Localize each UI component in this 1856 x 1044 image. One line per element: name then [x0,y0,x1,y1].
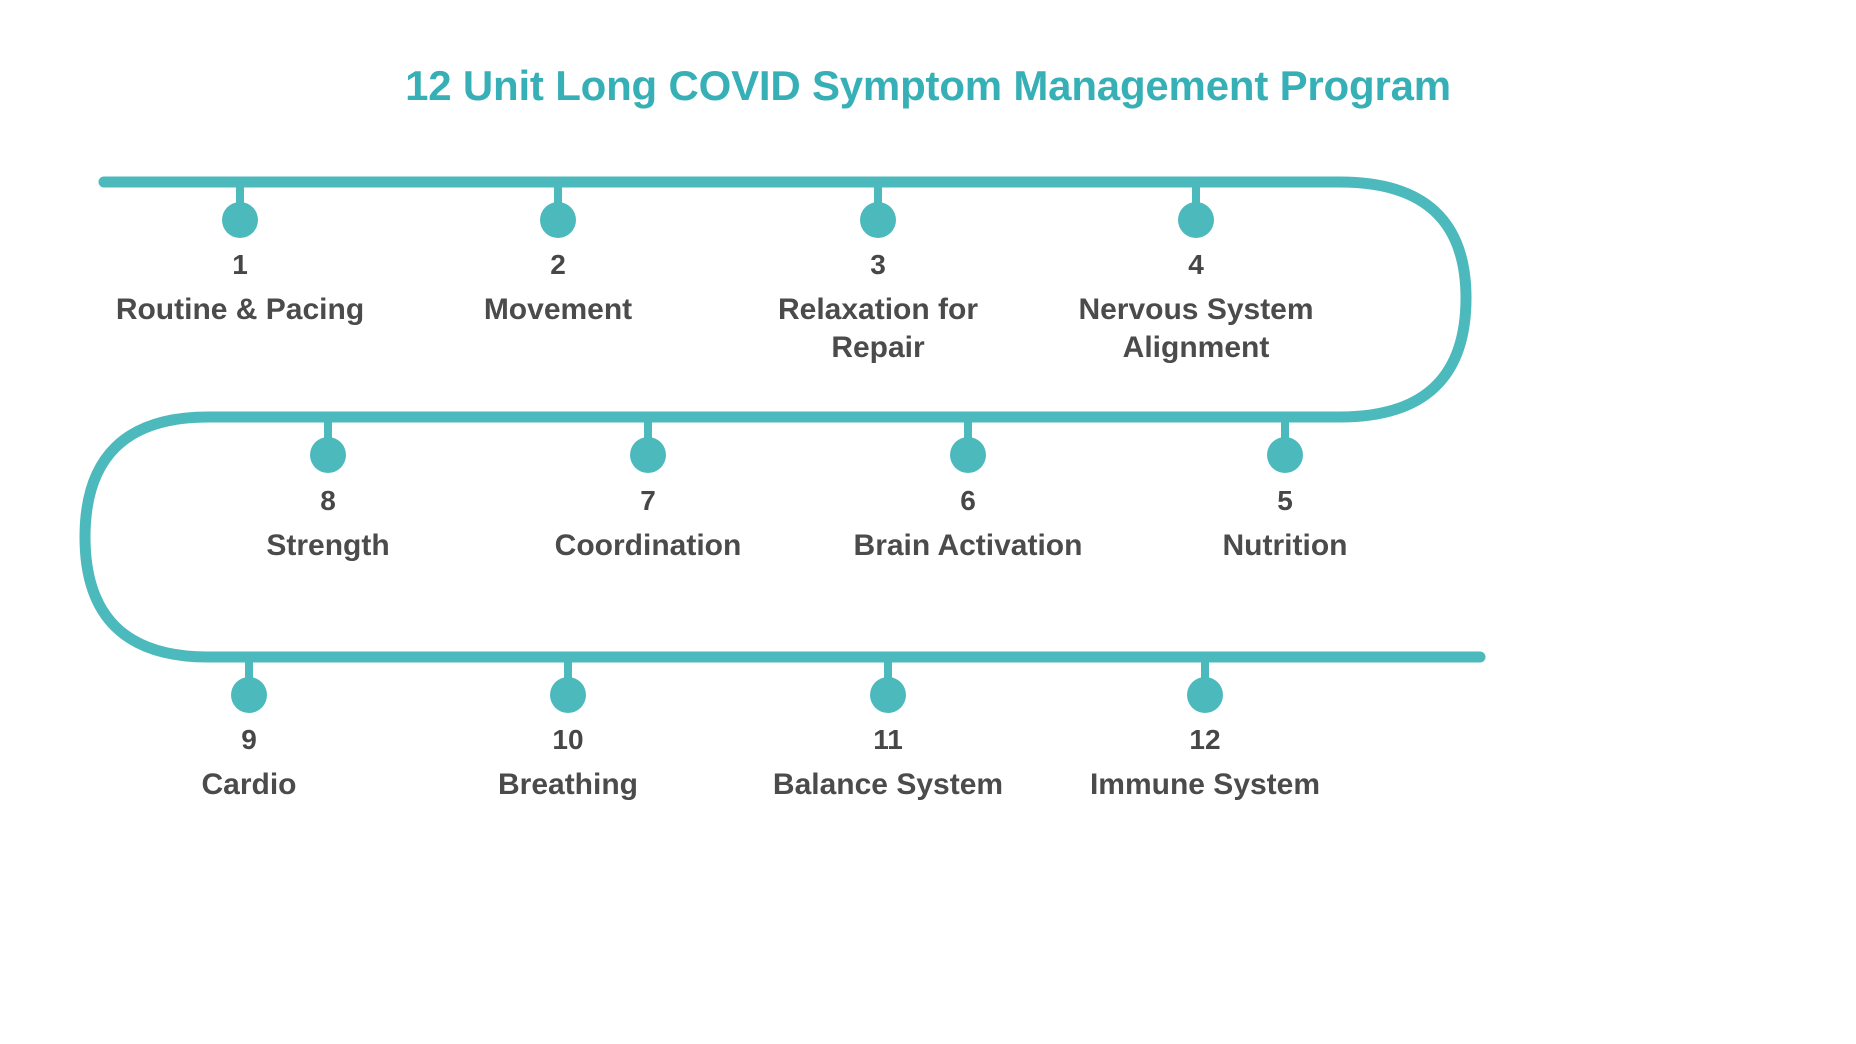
stop-label-5: Nutrition [1222,528,1348,562]
stop-number-4: 4 [1188,249,1204,280]
stop-number-2: 2 [550,249,566,280]
stop-item-10[interactable]: 10 Breathing [418,724,718,804]
stop-number-9: 9 [241,724,257,755]
stop-label-12: Immune System [1089,767,1321,801]
stop-item-11[interactable]: 11 Balance System [738,724,1038,804]
stop-number-11: 11 [873,724,903,755]
stop-label-9: Cardio [201,767,297,801]
stop-dot-4 [1178,202,1214,238]
stop-number-10: 10 [552,724,584,755]
stop-label-10: Breathing [497,767,638,801]
stop-number-8: 8 [320,485,336,516]
stem-line-4 [1192,182,1200,210]
stop-dot-8 [310,437,346,473]
stop-item-9[interactable]: 9 Cardio [99,724,399,804]
stop-label-1: Routine & Pacing [115,292,365,326]
stop-number-6: 6 [960,485,976,516]
stop-item-3[interactable]: 3 Relaxation for Repair [728,249,1028,368]
stop-label-4: Nervous System Alignment [1078,292,1314,365]
stop-label-8: Strength [266,528,390,562]
stop-dot-9 [231,677,267,713]
stem-line-6 [964,417,972,445]
stop-dot-5 [1267,437,1303,473]
stem-line-12 [1201,657,1209,685]
stop-label-7: Coordination [554,528,742,562]
stop-item-2[interactable]: 2 Movement [408,249,708,329]
stop-item-12[interactable]: 12 Immune System [1055,724,1355,804]
stop-label-11: Balance System [772,767,1004,801]
stop-item-5[interactable]: 5 Nutrition [1135,485,1435,565]
stop-item-7[interactable]: 7 Coordination [498,485,798,565]
stop-number-3: 3 [870,249,886,280]
stop-dot-1 [222,202,258,238]
stop-item-6[interactable]: 6 Brain Activation [818,485,1118,565]
stop-dot-6 [950,437,986,473]
stop-item-4[interactable]: 4 Nervous System Alignment [1046,249,1346,368]
stop-dot-12 [1187,677,1223,713]
stem-line-1 [236,182,244,210]
stop-number-1: 1 [232,249,248,280]
stop-dot-7 [630,437,666,473]
stop-item-8[interactable]: 8 Strength [178,485,478,565]
stem-line-3 [874,182,882,210]
stop-dot-3 [860,202,896,238]
stop-item-1[interactable]: 1 Routine & Pacing [90,249,390,329]
page-title: 12 Unit Long COVID Symptom Management Pr… [405,62,1451,109]
stem-line-10 [564,657,572,685]
stem-line-2 [554,182,562,210]
stem-line-7 [644,417,652,445]
stem-line-5 [1281,417,1289,445]
stem-line-9 [245,657,253,685]
stem-line-8 [324,417,332,445]
stop-number-12: 12 [1189,724,1221,755]
stop-dot-11 [870,677,906,713]
stop-label-3: Relaxation for Repair [777,292,979,365]
stop-dot-10 [550,677,586,713]
stem-line-11 [884,657,892,685]
stop-number-7: 7 [640,485,656,516]
stop-number-5: 5 [1277,485,1293,516]
stop-label-2: Movement [483,292,633,326]
stop-dot-2 [540,202,576,238]
stop-label-6: Brain Activation [853,528,1083,562]
